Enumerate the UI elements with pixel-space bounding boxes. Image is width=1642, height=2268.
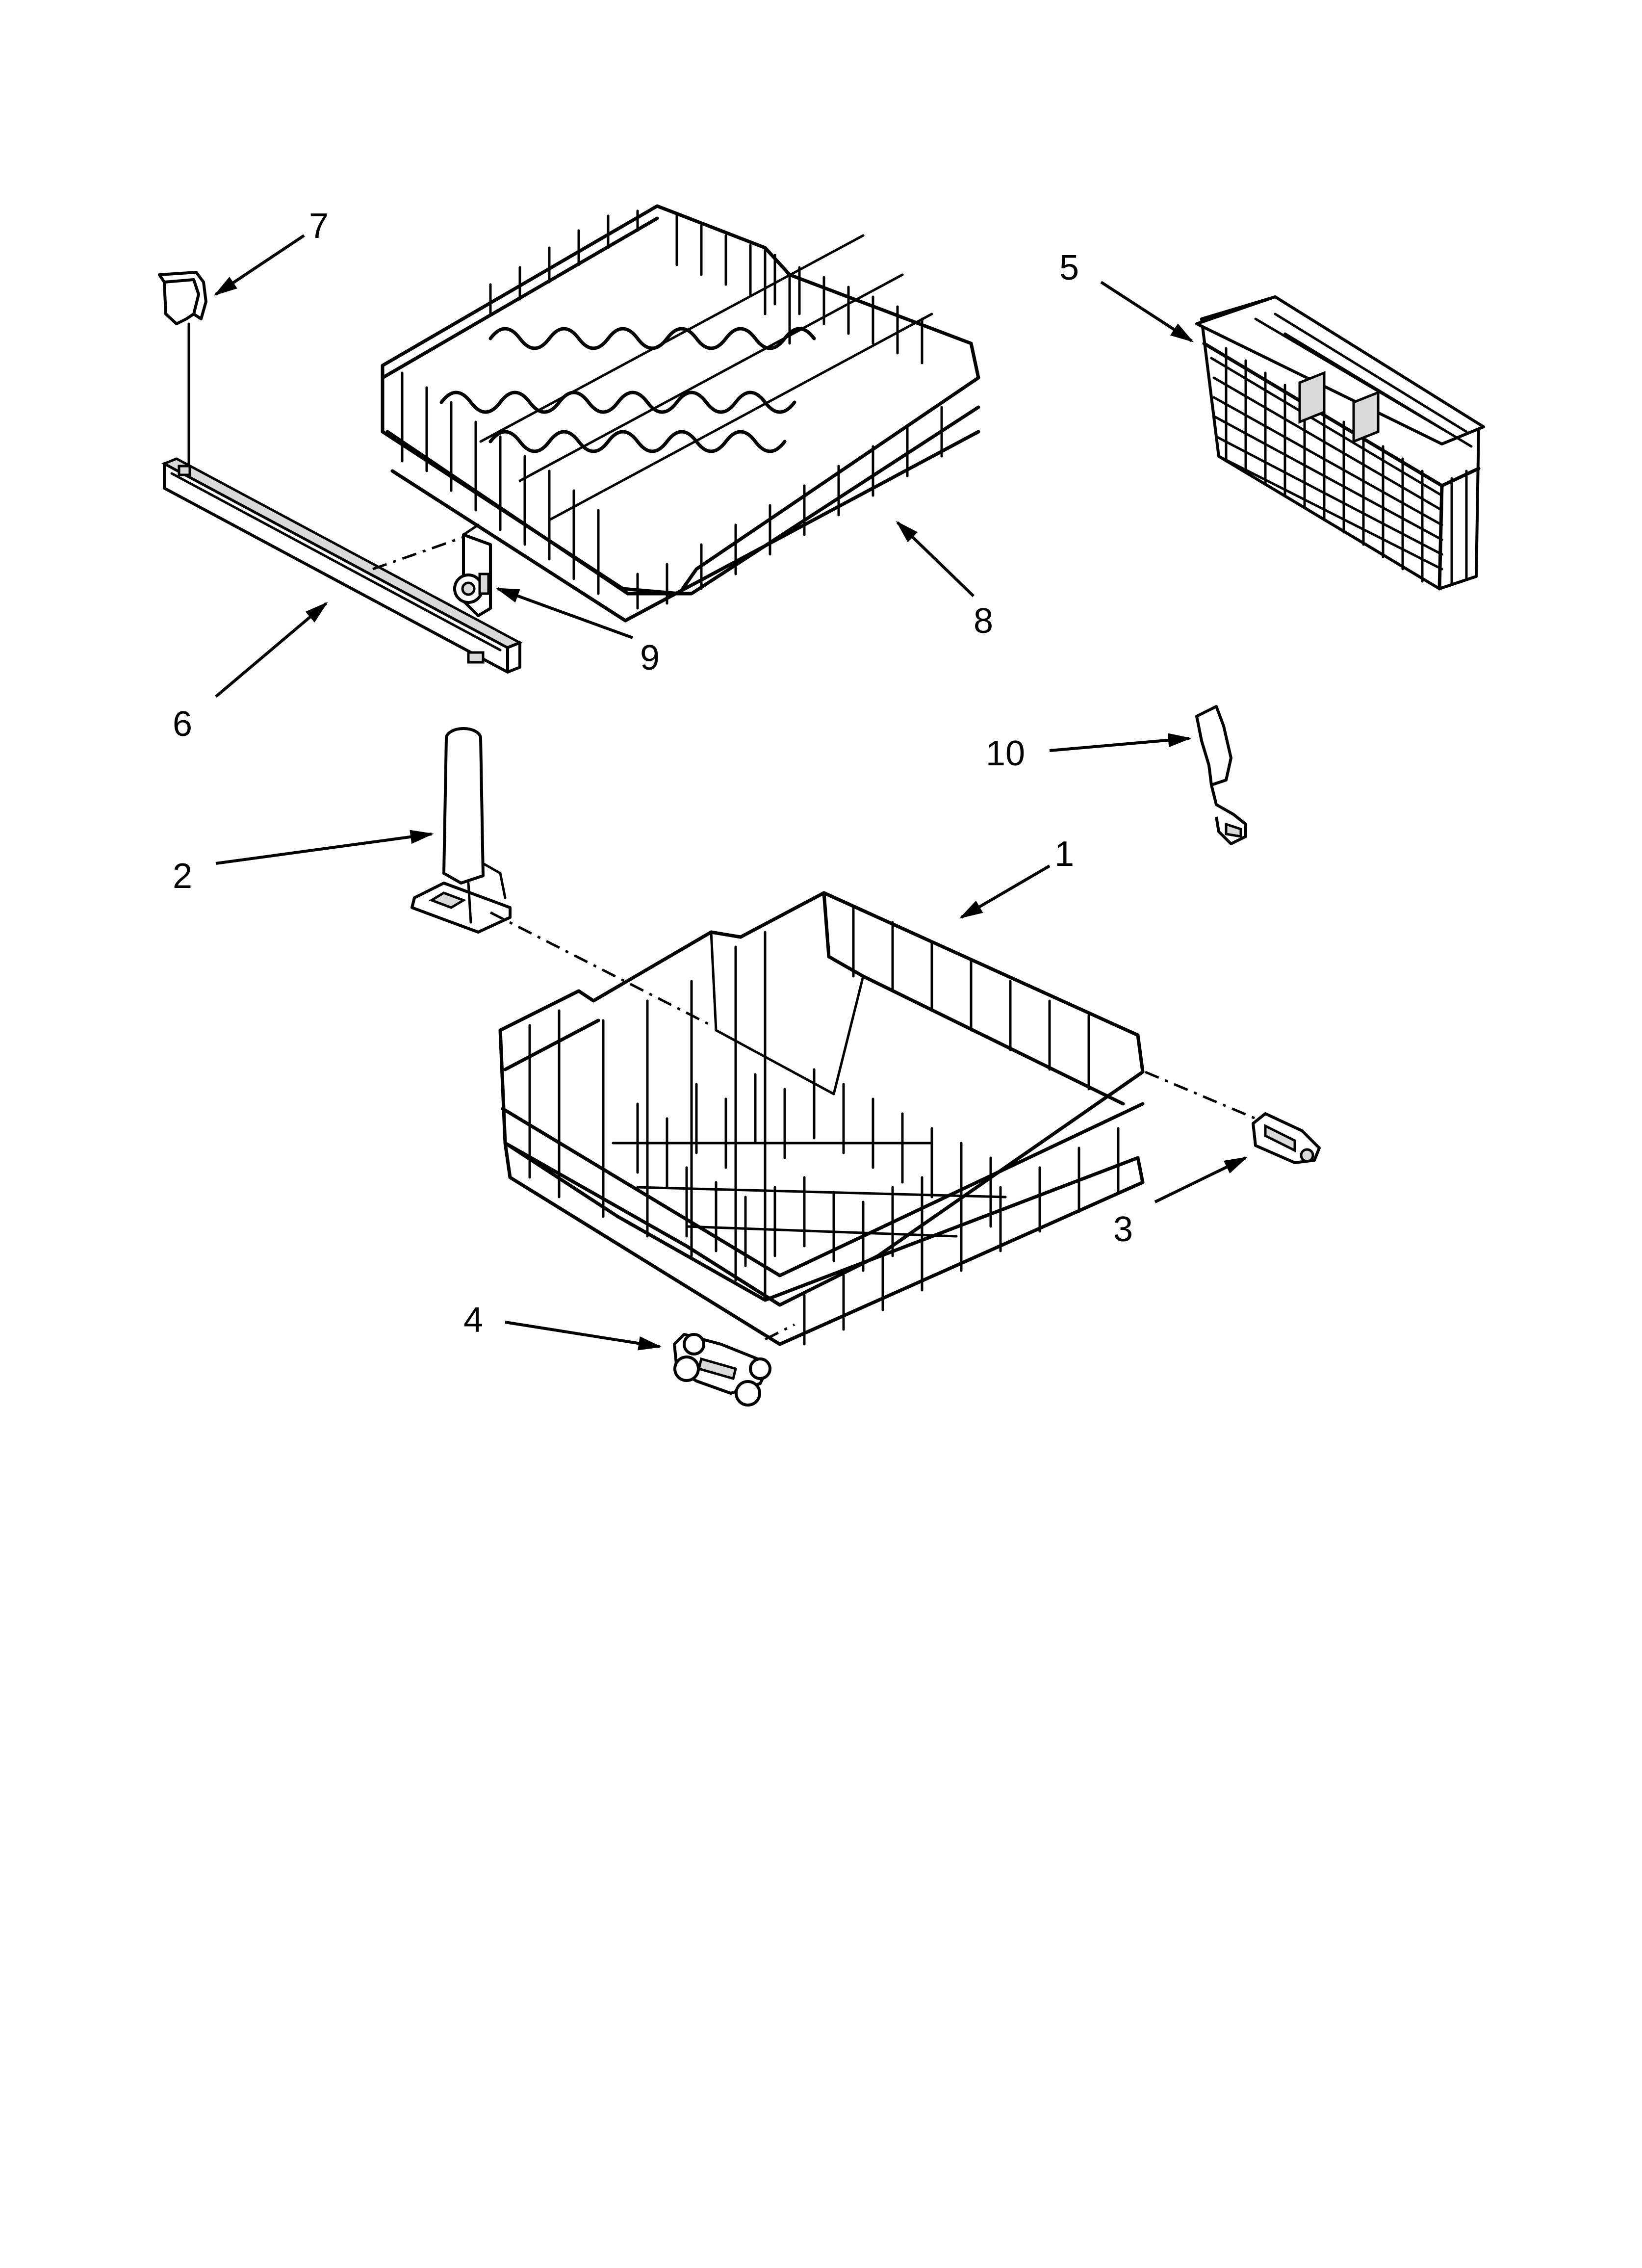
alignment-line-9 — [372, 536, 464, 571]
callout-5: 5 — [1059, 248, 1079, 287]
leader-6 — [215, 601, 328, 698]
callout-labels: 7 5 8 9 6 10 2 1 3 4 — [173, 207, 1133, 1340]
callout-2: 2 — [173, 857, 192, 896]
leader-4 — [505, 1321, 662, 1351]
callout-10: 10 — [986, 734, 1025, 773]
alignment-line-2 — [489, 911, 712, 1027]
callout-6: 6 — [173, 704, 192, 744]
leader-9 — [495, 587, 634, 639]
leader-2 — [215, 830, 434, 865]
leader-5 — [1100, 281, 1194, 342]
leader-lines — [214, 234, 1248, 1351]
alignment-line-4 — [764, 1323, 795, 1341]
tine-row-clip — [1195, 705, 1247, 845]
leader-3 — [1154, 1156, 1248, 1203]
callout-4: 4 — [463, 1301, 483, 1340]
leader-10 — [1049, 733, 1192, 752]
callout-1: 1 — [1054, 834, 1074, 874]
upper-dishrack — [381, 204, 980, 623]
upper-rack-track-rail — [161, 457, 523, 674]
rail-end-cap-clip — [158, 271, 207, 472]
silverware-basket — [1195, 295, 1485, 591]
lower-dishrack — [498, 891, 1145, 1346]
alignment-line-3 — [1145, 1070, 1256, 1120]
leader-8 — [896, 521, 975, 598]
lower-rack-stud — [410, 727, 512, 934]
lower-rack-roller — [1252, 1112, 1321, 1164]
rack-roller-assembly — [453, 523, 492, 617]
callout-9: 9 — [640, 638, 660, 678]
callout-8: 8 — [974, 601, 993, 641]
leader-7 — [214, 234, 305, 296]
wheel-carrier-assembly — [673, 1333, 771, 1407]
leader-1 — [959, 864, 1051, 919]
callout-7: 7 — [309, 207, 329, 246]
callout-3: 3 — [1113, 1210, 1133, 1249]
